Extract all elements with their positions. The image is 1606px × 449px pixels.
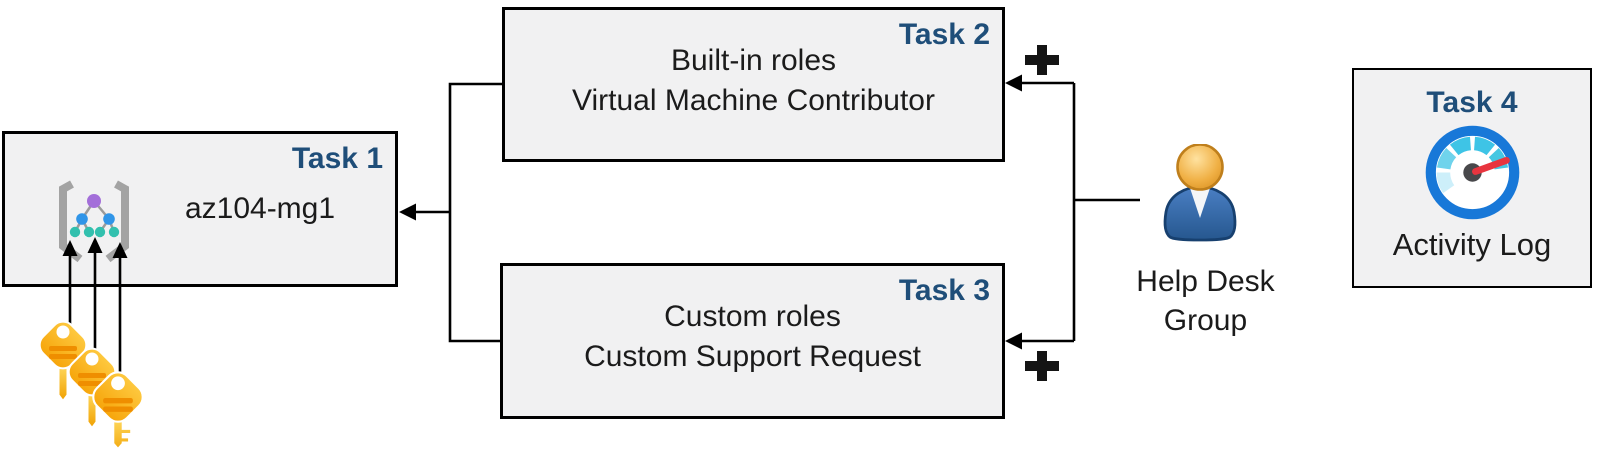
actor-label-line1: Help Desk	[1136, 265, 1275, 298]
gauge-icon	[1424, 124, 1521, 221]
task4-caption: Activity Log	[1392, 227, 1552, 262]
plus-bar	[1037, 351, 1047, 381]
roles-bracket-line	[448, 82, 502, 343]
management-group-icon	[53, 179, 135, 265]
task3-box: Task 3 Custom roles Custom Support Reque…	[500, 263, 1005, 419]
task1-text: az104-mg1	[184, 192, 336, 225]
user-icon	[1156, 143, 1244, 246]
key-icon	[28, 314, 158, 449]
task3-line1: Custom roles	[664, 300, 841, 333]
plus-icon	[1025, 45, 1059, 75]
arrowhead-icon	[399, 203, 416, 221]
arrowhead-icon	[1005, 74, 1022, 92]
plus-icon	[1025, 351, 1059, 381]
task2-line1: Built-in roles	[670, 43, 837, 77]
task3-line2: Custom Support Request	[584, 340, 921, 373]
task1-badge: Task 1	[291, 142, 383, 175]
task2-box: Task 2 Built-in roles Virtual Machine Co…	[502, 7, 1005, 162]
task3-badge: Task 3	[898, 274, 990, 307]
actor-label-line2: Group	[1163, 304, 1248, 337]
plus-bar	[1037, 45, 1047, 75]
task4-box: Task 4 Activity Log	[1352, 68, 1592, 288]
task2-badge: Task 2	[898, 18, 990, 51]
task1-box: Task 1 az104-mg1	[2, 131, 398, 287]
task4-badge: Task 4	[1426, 86, 1518, 119]
task2-line2: Virtual Machine Contributor	[572, 83, 935, 117]
actor-label: Help Desk Group	[1103, 262, 1308, 340]
arrowhead-icon	[1005, 332, 1022, 350]
